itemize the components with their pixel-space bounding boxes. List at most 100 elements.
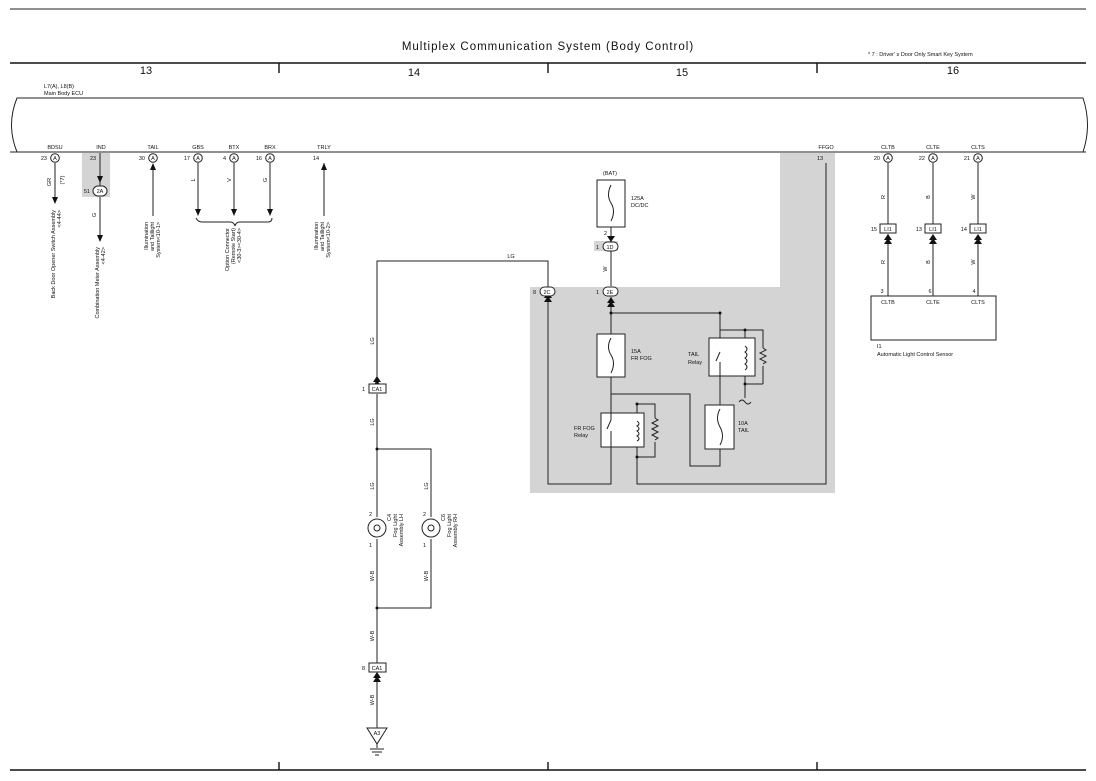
- conn-2c: 2C 8: [533, 286, 556, 297]
- junction-block-shade-top: [780, 153, 835, 289]
- ecu-name: Main Body ECU: [44, 91, 83, 97]
- wire-lg-1: LG: [370, 337, 376, 344]
- wire-wb-3: W-B: [370, 630, 376, 641]
- light-control-sensor: 3 6 4 CLTB CLTE CLTS I1 Automatic Light …: [870, 289, 997, 358]
- svg-text:Automatic Light Control Sensor: Automatic Light Control Sensor: [877, 352, 953, 358]
- svg-text:CA1: CA1: [372, 666, 383, 672]
- conn-li1-cltb: LI1 15: [871, 223, 897, 234]
- pin-num-bdsu: 23: [41, 156, 47, 162]
- ground-a3: A3: [366, 727, 388, 756]
- pin-num-tail: 30: [139, 156, 145, 162]
- wire-lg-top: LG: [507, 254, 514, 260]
- svg-text:A3: A3: [374, 731, 381, 737]
- ref-back-door-page: <4-44>: [57, 210, 63, 227]
- pin-label-clts: CLTS: [971, 145, 985, 151]
- ref-illum1c: System<10-1>: [156, 222, 162, 258]
- wire-r-1: R: [881, 195, 887, 199]
- conn-2a-pin: 51: [84, 189, 90, 195]
- svg-text:TAIL: TAIL: [688, 352, 699, 358]
- svg-text:2E: 2E: [607, 290, 614, 296]
- pin-num-trly: 14: [313, 156, 319, 162]
- pin-terminal-tail: [148, 153, 158, 163]
- column-13: 13: [140, 65, 152, 77]
- svg-text:I1: I1: [877, 344, 882, 350]
- svg-text:LI1: LI1: [929, 227, 937, 233]
- svg-text:8: 8: [533, 290, 536, 296]
- pin-terminal-cltb: [883, 153, 893, 163]
- wire-b-2: B: [926, 260, 932, 264]
- bat-label: (BAT): [603, 171, 617, 177]
- svg-text:TAIL: TAIL: [738, 428, 749, 434]
- svg-text:CLTB: CLTB: [881, 300, 895, 306]
- wire-w-bat: W: [603, 266, 609, 272]
- wire-star7: (*7): [60, 175, 66, 184]
- pin-label-trly: TRLY: [317, 145, 331, 151]
- pin-num-clte: 22: [919, 156, 925, 162]
- pin-label-btx: BTX: [229, 145, 240, 151]
- footnote: * 7 : Driver' s Door Only Smart Key Syst…: [868, 52, 973, 58]
- pin-conn-clte: A: [931, 156, 935, 162]
- page-title: Multiplex Communication System (Body Con…: [402, 41, 694, 53]
- pin-num-ffgo: 13: [817, 156, 823, 162]
- svg-text:4: 4: [972, 289, 975, 295]
- ref-option-b: (Remote Start): [231, 228, 237, 264]
- svg-text:2: 2: [369, 512, 372, 518]
- pin-num-clts: 21: [964, 156, 970, 162]
- svg-text:FR FOG: FR FOG: [574, 426, 595, 432]
- column-14: 14: [408, 67, 420, 79]
- svg-text:13: 13: [916, 227, 922, 233]
- svg-text:1: 1: [596, 245, 599, 251]
- conn-2a: 2A 51: [84, 185, 108, 197]
- wire-lg-2: LG: [370, 418, 376, 425]
- svg-text:Fog Light: Fog Light: [393, 514, 399, 537]
- svg-text:2: 2: [423, 512, 426, 518]
- pin-label-bdsu: BDSU: [47, 145, 62, 151]
- svg-text:Assembly LH: Assembly LH: [399, 514, 405, 546]
- svg-text:CLTS: CLTS: [971, 300, 985, 306]
- pin-terminal-gbs: [193, 153, 203, 163]
- svg-text:Relay: Relay: [688, 360, 702, 366]
- sensor-wires: [887, 163, 979, 296]
- junction-block-shade: [530, 287, 835, 493]
- wire-lg-3: LG: [370, 482, 376, 489]
- conn-li1-clts: LI1 14: [961, 223, 987, 234]
- ecu-pin-labels: BDSU IND TAIL GBS BTX BRX TRLY FFGO CLTB…: [47, 145, 985, 151]
- conn-2e: 2E 1: [596, 286, 619, 297]
- svg-text:14: 14: [961, 227, 967, 233]
- svg-text:1: 1: [596, 290, 599, 296]
- pin-label-ind: IND: [96, 145, 106, 151]
- wire-g: G: [92, 213, 98, 217]
- pin-terminal-brx: [265, 153, 275, 163]
- fuse-15a: 15A FR FOG: [596, 333, 652, 378]
- svg-text:FR FOG: FR FOG: [631, 356, 652, 362]
- col13-wires: [54, 153, 325, 236]
- ref-illum2b: and Taillight: [320, 222, 326, 251]
- ref-back-door: Back Door Opener Switch Assembly: [51, 210, 57, 299]
- svg-text:2: 2: [604, 231, 607, 237]
- column-ticks: [278, 63, 818, 770]
- wire-l: L: [191, 178, 197, 181]
- pin-terminal-clte: [928, 153, 938, 163]
- svg-text:1: 1: [423, 543, 426, 549]
- svg-text:Relay: Relay: [574, 433, 588, 439]
- pin-conn-clts: A: [976, 156, 980, 162]
- ref-illum1b: and Taillight: [150, 222, 156, 251]
- svg-text:1: 1: [369, 543, 372, 549]
- ref-combination: Combination Meter Assembly: [95, 247, 101, 319]
- wire-w-2: W: [971, 259, 977, 265]
- wire-gr: GR: [47, 178, 53, 186]
- svg-text:8: 8: [362, 666, 365, 672]
- svg-text:1D: 1D: [606, 245, 613, 251]
- pin-conn-gbs: A: [196, 156, 200, 162]
- conn-2a-label: 2A: [97, 189, 104, 195]
- pin-conn-btx: A: [232, 156, 236, 162]
- svg-text:CLTE: CLTE: [926, 300, 940, 306]
- wire-wb-2: W-B: [424, 570, 430, 581]
- ecu-pin-terminals: 23 A 23 30 A 17 A 4 A 16 A 14 13 20 A 22…: [41, 153, 983, 163]
- svg-text:C6: C6: [441, 514, 447, 521]
- col14-arrows: [373, 292, 552, 682]
- wire-lg-4: LG: [424, 482, 430, 489]
- pin-num-brx: 16: [256, 156, 262, 162]
- wire-wb-1: W-B: [370, 570, 376, 581]
